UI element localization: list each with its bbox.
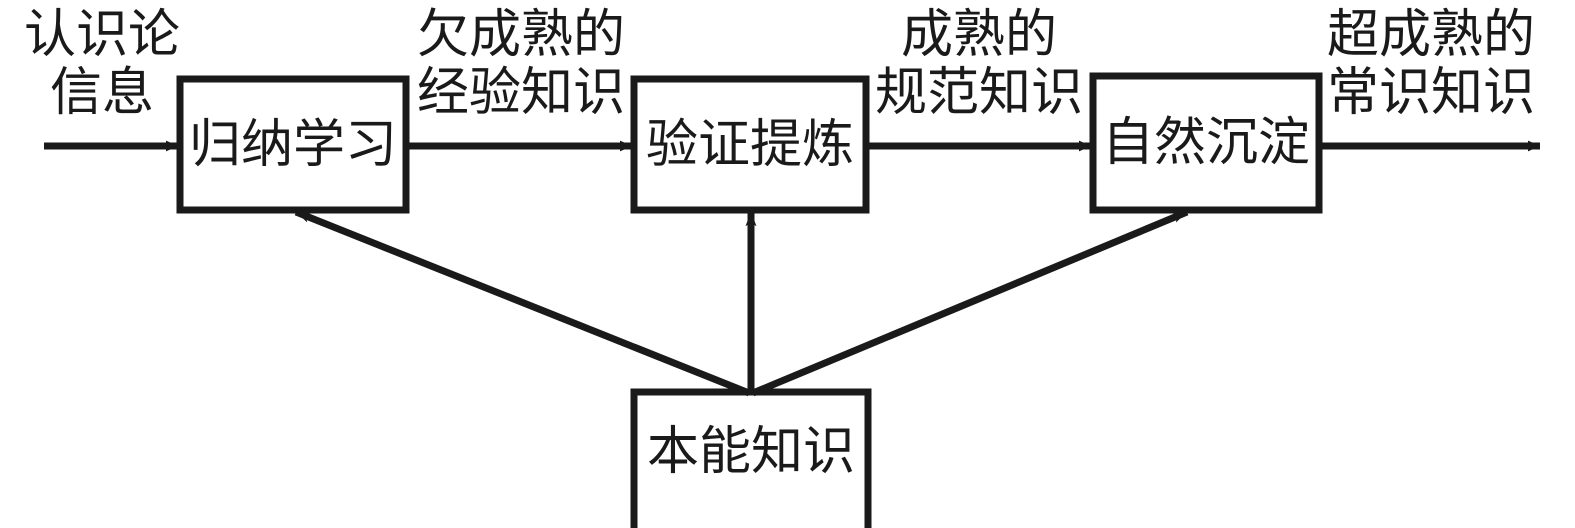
node-label-induction: 归纳学习 <box>188 114 397 175</box>
node-box-validation[interactable] <box>630 75 870 214</box>
node-box-induction[interactable] <box>176 75 410 214</box>
edge-instinct-to-induction <box>294 208 751 397</box>
edge-label-immature-line1: 欠成熟的 <box>416 5 625 65</box>
node-box-settling[interactable] <box>1089 72 1323 214</box>
edge-label-overmature-line2: 常识知识 <box>1326 63 1535 123</box>
edge-label-mature-knowledge: 成熟的 规范知识 <box>866 6 1092 122</box>
node-box-instinct[interactable] <box>630 388 872 528</box>
node-label-validation: 验证提炼 <box>645 114 854 175</box>
edge-label-mature-line1: 成熟的 <box>900 5 1057 65</box>
edge-label-immature-line2: 经验知识 <box>416 63 625 123</box>
edge-label-overmature-line1: 超成熟的 <box>1326 5 1535 65</box>
edge-label-input-line1: 认识论 <box>23 5 180 65</box>
edge-instinct-to-settling <box>751 208 1189 397</box>
edge-label-input: 认识论 信息 <box>12 6 192 122</box>
node-label-settling: 自然沉淀 <box>1101 113 1310 173</box>
edge-label-immature-knowledge: 欠成熟的 经验知识 <box>408 6 634 122</box>
edge-label-overmature-knowledge: 超成熟的 常识知识 <box>1318 6 1544 122</box>
node-label-instinct: 本能知识 <box>646 422 855 482</box>
edge-label-mature-line2: 规范知识 <box>874 63 1083 123</box>
edge-label-input-line2: 信息 <box>49 63 154 123</box>
